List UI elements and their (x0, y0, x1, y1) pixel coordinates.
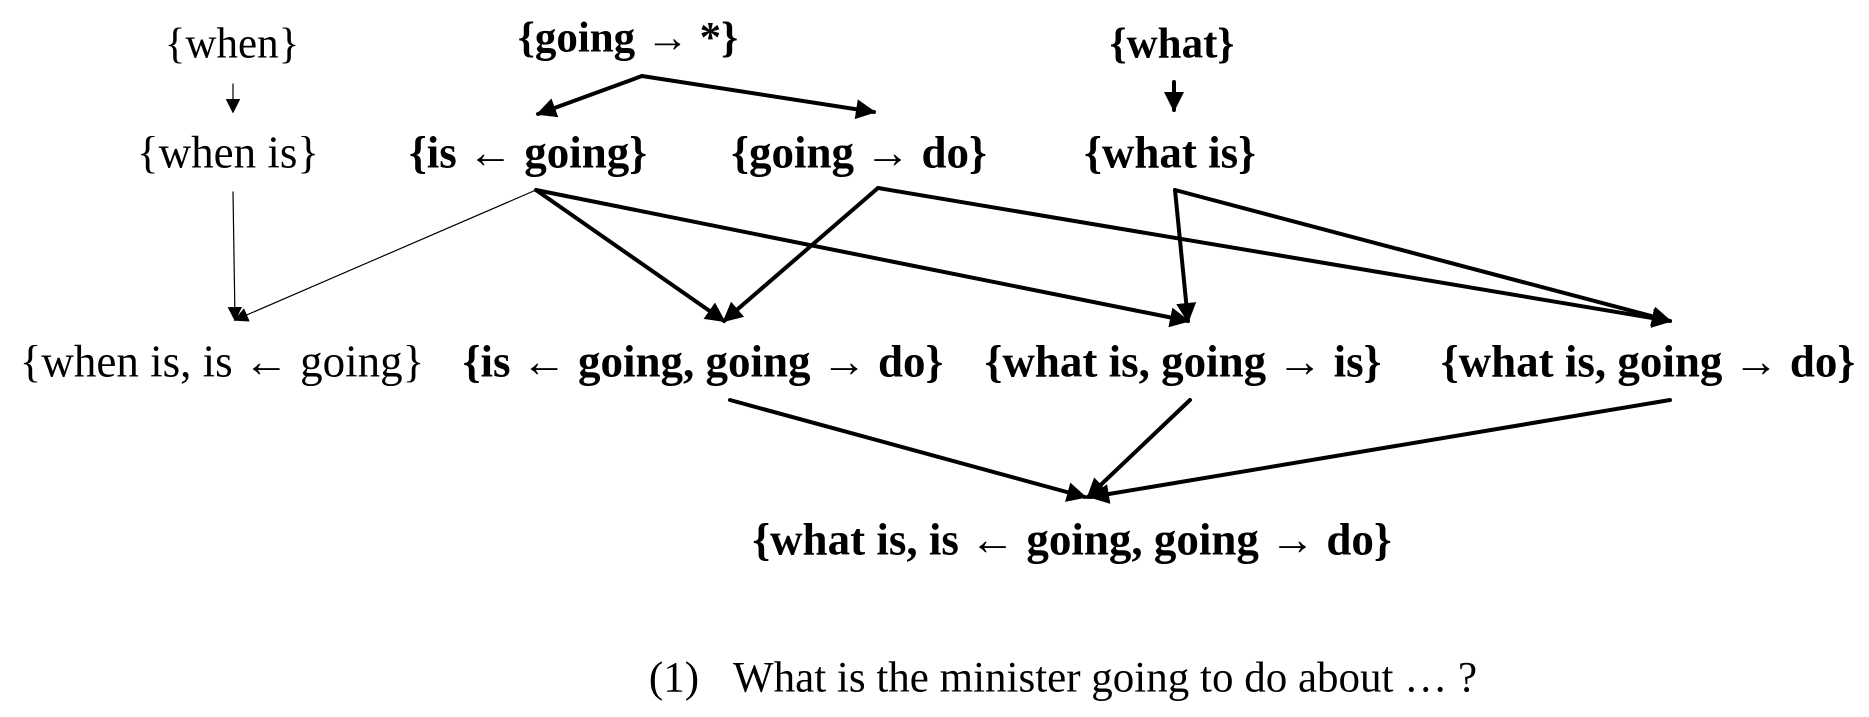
node-what: {what} (1109, 20, 1235, 68)
node-going-do: {going → do} (731, 127, 987, 178)
edge-going-star-to-going-do (640, 74, 876, 120)
edge-what-is-to-what-is-going-is (1173, 188, 1197, 323)
edge-when-is-to-when-is-is-going (227, 191, 242, 322)
edge-is-going-to-when-is-is-going (233, 189, 537, 322)
edge-is-going-to-is-going-going-do (534, 188, 726, 323)
node-what-is: {what is} (1084, 127, 1256, 178)
edge-what-is-going-do-to-final (1089, 398, 1672, 504)
node-final: {what is, is ← going, going → do} (752, 514, 1392, 565)
node-when: {when} (164, 20, 300, 68)
caption-number: (1) (648, 654, 700, 702)
edge-going-star-to-is-going (536, 74, 644, 118)
edge-going-do-to-is-going-going-do (722, 186, 880, 323)
caption: (1) What is the minister going to do abou… (649, 657, 1477, 700)
node-going-star: {going → *} (517, 14, 739, 62)
edge-what-is-going-is-to-final (1086, 398, 1192, 499)
edge-is-going-going-do-to-final (728, 398, 1087, 502)
node-when-is-is-going: {when is, is ← going} (19, 336, 425, 387)
node-when-is: {when is} (137, 127, 319, 178)
edge-is-going-to-what-is-going-is (534, 188, 1190, 328)
caption-text: What is the minister going to do about …… (733, 654, 1478, 702)
node-what-is-going-do: {what is, going → do} (1440, 336, 1856, 387)
node-is-going-going-do: {is ← going, going → do} (462, 336, 944, 387)
node-what-is-going-is: {what is, going → is} (984, 336, 1382, 387)
edge-going-do-to-what-is-going-do (876, 186, 1672, 328)
node-is-going: {is ← going} (408, 127, 648, 178)
edge-what-is-to-what-is-going-do (1173, 188, 1672, 327)
